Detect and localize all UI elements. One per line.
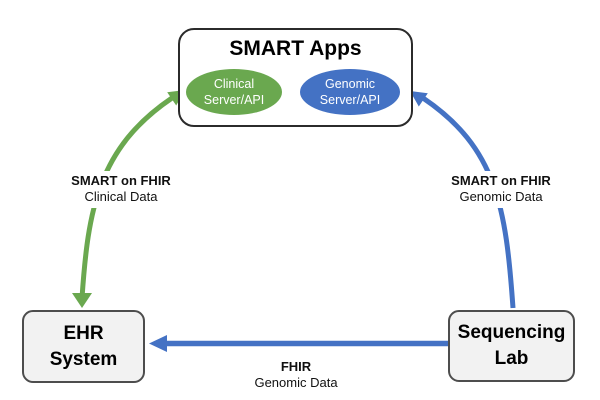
node-sequencing-lab: Sequencing Lab	[448, 310, 575, 382]
edge-label-ehr-smart: SMART on FHIR Clinical Data	[66, 171, 176, 208]
edge-label-ehr-smart-line2: Clinical Data	[84, 189, 158, 205]
edge-label-lab-ehr-line1: FHIR	[280, 359, 312, 374]
node-clinical-server: Clinical Server/API	[186, 69, 282, 115]
genomic-server-label-line2: Server/API	[319, 93, 381, 107]
node-ehr-system: EHR System	[22, 310, 145, 383]
arrowhead-left-icon	[149, 335, 167, 352]
arrowhead-down-icon	[72, 293, 92, 308]
edge-label-lab-ehr-line2: Genomic Data	[254, 375, 338, 391]
genomic-server-label-line1: Genomic	[324, 76, 376, 91]
edge-label-ehr-smart-line1: SMART on FHIR	[71, 173, 171, 188]
ehr-label-line1: EHR	[63, 322, 104, 344]
edge-label-lab-smart-line1: SMART on FHIR	[451, 173, 551, 188]
edge-label-lab-smart-line2: Genomic Data	[459, 189, 543, 205]
edge-label-lab-ehr: FHIR Genomic Data	[249, 357, 342, 394]
node-genomic-server: Genomic Server/API	[300, 69, 400, 115]
clinical-server-label-line1: Clinical	[213, 76, 255, 91]
clinical-server-label-line2: Server/API	[203, 93, 265, 107]
smart-apps-title: SMART Apps	[229, 37, 362, 60]
lab-label-line2: Lab	[494, 348, 529, 369]
edge-label-lab-smart: SMART on FHIR Genomic Data	[446, 171, 556, 208]
ehr-label-line2: System	[49, 348, 118, 370]
lab-label-line1: Sequencing	[457, 322, 566, 344]
arrowhead-left-icon	[410, 91, 428, 107]
